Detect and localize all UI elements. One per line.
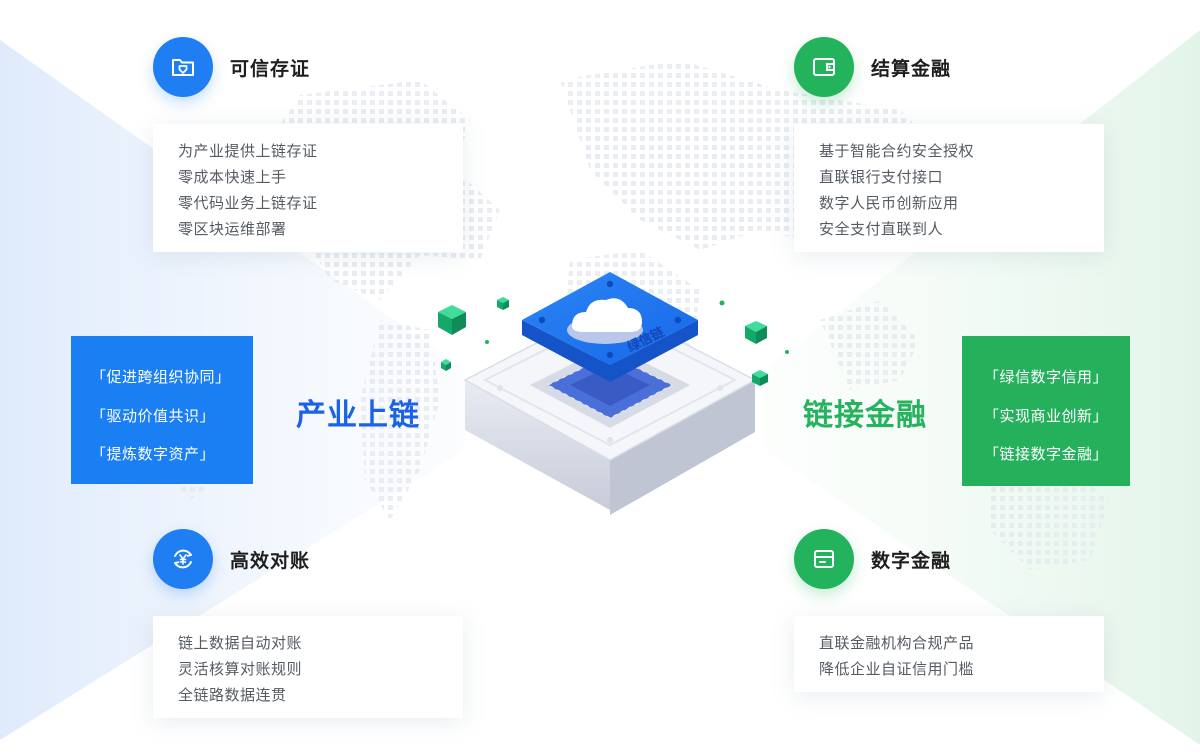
dot — [785, 350, 789, 354]
dot — [719, 300, 725, 306]
card-line: 基于智能合约安全授权 — [819, 142, 975, 160]
yuan-refresh-icon — [153, 529, 213, 589]
screw — [497, 385, 503, 391]
chip-side — [522, 320, 698, 382]
card-line: 安全支付直联到人 — [819, 220, 944, 238]
feature-title: 可信存证 — [230, 57, 311, 80]
feature-title: 高效对账 — [230, 549, 311, 572]
screw — [607, 437, 613, 443]
card-line: 零代码业务上链存证 — [178, 194, 318, 212]
panel-item: 「驱动价值共识」 — [91, 406, 216, 425]
card-icon — [794, 529, 854, 589]
finance-panel: 「绿信数字信用」 「实现商业创新」 「链接数字金融」 — [962, 336, 1130, 486]
chip-screw — [606, 351, 614, 359]
feature-card-trusted-evidence: 为产业提供上链存证 零成本快速上手 零代码业务上链存证 零区块运维部署 — [153, 124, 463, 252]
chip-screw — [538, 316, 546, 324]
finance-label: 链接金融 — [803, 398, 927, 433]
feature-card-settlement-finance: 基于智能合约安全授权 直联银行支付接口 数字人民币创新应用 安全支付直联到人 — [794, 124, 1104, 252]
industry-panel: 「促进跨组织协同」 「驱动价值共识」 「提炼数字资产」 — [71, 336, 253, 484]
feature-title: 数字金融 — [871, 549, 952, 572]
card-line: 零区块运维部署 — [178, 220, 287, 238]
card-line: 直联金融机构合规产品 — [819, 634, 975, 652]
feature-header-reconciliation: 高效对账 — [153, 529, 310, 589]
panel-item: 「绿信数字信用」 — [984, 368, 1109, 386]
blockchain-chip-illustration: 绿信链 — [438, 272, 789, 515]
green-cube — [441, 359, 451, 371]
card-line: 零成本快速上手 — [178, 168, 287, 186]
wallet-icon — [794, 37, 854, 97]
card-line: 全链路数据连贯 — [178, 686, 287, 704]
card-line: 数字人民币创新应用 — [819, 194, 959, 212]
feature-header-settlement-finance: 结算金融 — [794, 37, 951, 97]
industry-label: 产业上链 — [296, 398, 420, 433]
green-cube — [752, 370, 768, 386]
feature-card-digital-finance: 直联金融机构合规产品 降低企业自证信用门槛 — [794, 616, 1104, 692]
card-line: 为产业提供上链存证 — [178, 142, 318, 160]
panel-item: 「链接数字金融」 — [984, 445, 1109, 463]
folder-shield-icon — [153, 37, 213, 97]
feature-header-digital-finance: 数字金融 — [794, 529, 951, 589]
base-right-side — [610, 380, 755, 515]
chip-screw — [606, 280, 614, 288]
cloud-chip-icon — [567, 298, 643, 344]
green-cube — [438, 305, 466, 335]
green-cube — [497, 297, 509, 310]
panel-item: 「促进跨组织协同」 — [91, 368, 231, 386]
screw — [717, 385, 723, 391]
panel-item: 「实现商业创新」 — [984, 406, 1109, 425]
feature-title: 结算金融 — [871, 57, 952, 80]
panel-item: 「提炼数字资产」 — [91, 445, 216, 463]
chip-screw — [674, 316, 682, 324]
card-line: 灵活核算对账规则 — [178, 660, 303, 678]
green-cube — [745, 321, 767, 344]
card-line: 链上数据自动对账 — [178, 634, 303, 652]
card-line: 降低企业自证信用门槛 — [819, 660, 975, 678]
feature-header-trusted-evidence: 可信存证 — [153, 37, 310, 97]
socket-pin-grid — [546, 354, 674, 419]
dot — [485, 340, 489, 344]
feature-card-reconciliation: 链上数据自动对账 灵活核算对账规则 全链路数据连贯 — [153, 616, 463, 718]
card-line: 直联银行支付接口 — [819, 168, 944, 186]
